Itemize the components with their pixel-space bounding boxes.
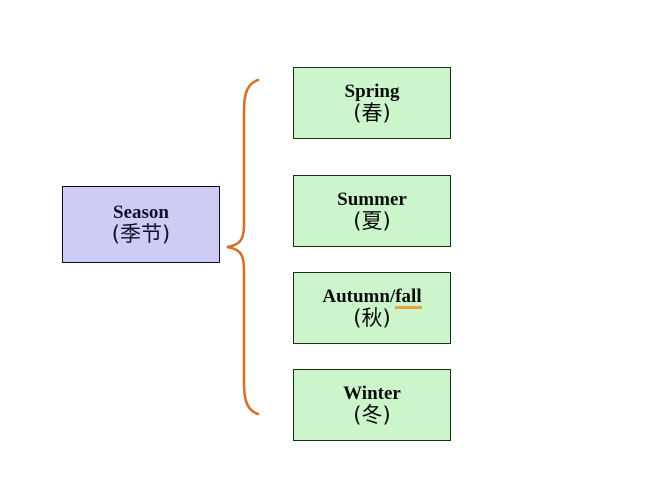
autumn-node-label-en: Autumn/fall (322, 285, 423, 310)
summer-node-label-zh: (夏) (353, 208, 391, 233)
winter-node: Winter (冬) (293, 369, 451, 441)
winter-node-label-en: Winter (343, 382, 401, 404)
autumn-node: Autumn/fall (秋) (293, 272, 451, 344)
autumn-node-label-zh: (秋) (353, 305, 391, 330)
spring-node-label-zh: (春) (353, 100, 391, 125)
curly-brace (226, 78, 260, 416)
spring-node-label-en: Spring (344, 80, 400, 102)
spring-node: Spring (春) (293, 67, 451, 139)
season-node-label-zh: (季节) (111, 222, 171, 247)
summer-node: Summer (夏) (293, 175, 451, 247)
season-node-label-en: Season (113, 202, 169, 224)
season-node: Season (季节) (62, 186, 220, 263)
autumn-node-label-plain: Autumn/ (322, 285, 396, 307)
autumn-node-label-underlined: fall (395, 285, 423, 310)
winter-node-label-zh: (冬) (353, 402, 391, 427)
summer-node-label-en: Summer (337, 188, 407, 210)
